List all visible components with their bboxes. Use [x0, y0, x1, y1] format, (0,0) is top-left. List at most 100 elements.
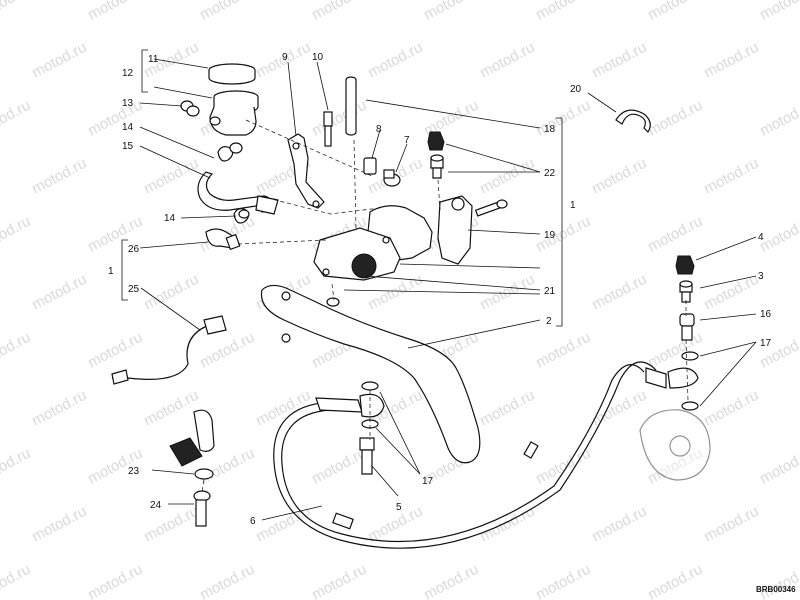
hose-clamp-upper: [217, 142, 243, 162]
watermark-text: motod.ru: [757, 213, 800, 256]
watermark-text: motod.ru: [309, 561, 369, 600]
label-20: 20: [570, 84, 582, 95]
watermark-text: motod.ru: [757, 329, 800, 372]
watermark-text: motod.ru: [589, 387, 649, 430]
bleed-valve-cap: [427, 131, 445, 151]
watermark-text: motod.ru: [589, 503, 649, 546]
watermark-text: motod.ru: [757, 97, 800, 140]
watermark-text: motod.ru: [421, 561, 481, 600]
label-7: 7: [404, 135, 410, 146]
label-22: 22: [544, 168, 556, 179]
reservoir-hose: [197, 171, 279, 215]
watermark-text: motod.ru: [645, 561, 705, 600]
watermark-text: motod.ru: [253, 503, 313, 546]
watermark-text: motod.ru: [589, 155, 649, 198]
bleed-cap-4: [675, 255, 695, 275]
watermark-text: motod.ru: [701, 39, 761, 82]
label-3: 3: [758, 271, 764, 282]
bolt-10: [323, 111, 333, 147]
label-14-upper: 14: [122, 122, 134, 133]
assembly-lines: [201, 119, 689, 493]
watermark-text: motod.ru: [141, 387, 201, 430]
watermark-text: motod.ru: [29, 271, 89, 314]
watermark-text: motod.ru: [0, 0, 33, 24]
watermark-text: motod.ru: [477, 155, 537, 198]
bleed-screw-3: [679, 280, 693, 303]
watermark-text: motod.ru: [85, 561, 145, 600]
watermark-text: motod.ru: [645, 329, 705, 372]
watermark-text: motod.ru: [645, 97, 705, 140]
slave-cylinder: [639, 409, 711, 481]
label-21: 21: [544, 286, 556, 297]
label-4: 4: [758, 232, 764, 243]
label-23: 23: [128, 466, 140, 477]
watermark-text: motod.ru: [29, 155, 89, 198]
watermark-text: motod.ru: [29, 503, 89, 546]
watermark-text: motod.ru: [757, 445, 800, 488]
watermark-text: motod.ru: [29, 39, 89, 82]
label-11: 11: [148, 54, 159, 65]
watermark-text: motod.ru: [85, 329, 145, 372]
watermark-text: motod.ru: [0, 97, 33, 140]
watermark-text: motod.ru: [757, 561, 800, 600]
clutch-lever: [260, 284, 481, 464]
watermark-text: motod.ru: [421, 0, 481, 24]
grommet: [169, 409, 215, 467]
watermark-text: motod.ru: [309, 97, 369, 140]
group-bracket-left: [121, 239, 128, 301]
hose-clip: [615, 109, 651, 133]
banjo-bolt-5: [359, 437, 375, 475]
watermark-text: motod.ru: [85, 0, 145, 24]
pivot-washer: [326, 297, 340, 307]
watermark-text: motod.ru: [533, 97, 593, 140]
watermark-text: motod.ru: [477, 271, 537, 314]
watermark-text: motod.ru: [141, 155, 201, 198]
watermark-text: motod.ru: [141, 271, 201, 314]
watermark-text: motod.ru: [589, 39, 649, 82]
watermark-text: motod.ru: [0, 561, 33, 600]
screw-19: [474, 199, 508, 217]
label-10: 10: [312, 52, 324, 63]
label-9: 9: [282, 52, 288, 63]
diagram-reference-code: BRB00346: [756, 585, 796, 594]
group-bracket-upper: [141, 49, 148, 93]
label-2: 2: [546, 316, 552, 327]
label-19: 19: [544, 230, 556, 241]
watermark-text: motod.ru: [701, 503, 761, 546]
watermark-text: motod.ru: [365, 39, 425, 82]
label-1-left: 1: [108, 266, 114, 277]
watermark-text: motod.ru: [701, 155, 761, 198]
reservoir-bolt: [180, 100, 200, 117]
washer-23: [194, 468, 214, 480]
watermark-text: motod.ru: [533, 213, 593, 256]
watermark-text: motod.ru: [85, 97, 145, 140]
watermark-text: motod.ru: [0, 445, 33, 488]
label-17-right: 17: [760, 338, 772, 349]
watermark-text: motod.ru: [0, 213, 33, 256]
hose-fitting: [205, 228, 241, 251]
watermark-text: motod.ru: [589, 271, 649, 314]
clutch-hose: [273, 361, 699, 549]
watermark-text: motod.ru: [757, 0, 800, 24]
watermark-text: motod.ru: [197, 329, 257, 372]
bolt-24: [193, 490, 211, 527]
banjo-bolt-16: [679, 313, 695, 341]
label-24: 24: [150, 500, 162, 511]
part-labels: 11 12 13 14 15 14 26 1 25 9 10 8 7 18 22…: [108, 52, 772, 527]
master-cylinder: [313, 195, 473, 281]
label-18: 18: [544, 124, 556, 135]
watermark-text: motod.ru: [477, 39, 537, 82]
nut-8: [363, 157, 377, 175]
label-6: 6: [250, 516, 256, 527]
watermark-text: motod.ru: [309, 0, 369, 24]
label-13: 13: [122, 98, 134, 109]
clutch-switch-cable: [111, 315, 227, 385]
hose-clamp-lower: [233, 208, 250, 224]
leader-lines: [139, 58, 757, 521]
label-12: 12: [122, 68, 134, 79]
label-14-lower: 14: [164, 213, 176, 224]
label-17-center: 17: [422, 476, 434, 487]
watermark-text: motod.ru: [645, 213, 705, 256]
